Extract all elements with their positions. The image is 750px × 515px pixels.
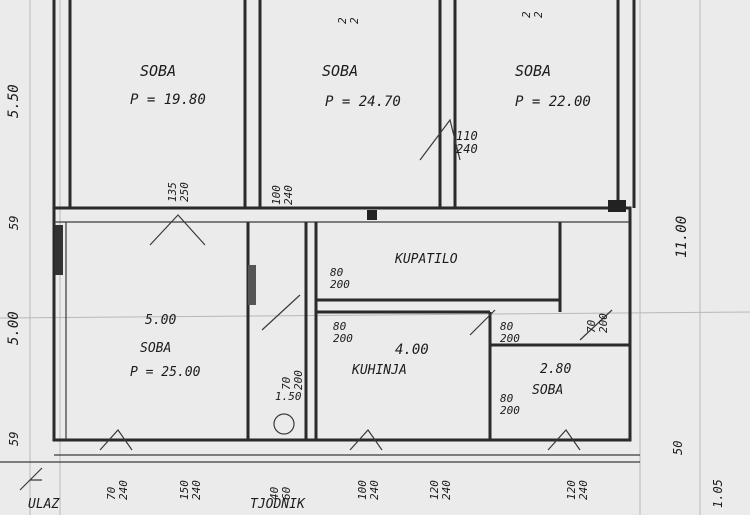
room-name: SOBA — [140, 341, 171, 356]
opening-dim: 100240 — [356, 480, 381, 500]
room-area: P = 25.00 — [130, 365, 201, 380]
entrance-label: ULAZ — [28, 497, 60, 512]
opening-dim: 70200 — [585, 313, 610, 333]
door-swing — [579, 309, 613, 341]
opening-dim: 135250 — [166, 182, 191, 202]
room-area: P = 19.80 — [130, 92, 206, 108]
opening-size: 70200 — [280, 370, 305, 390]
chimney — [608, 200, 626, 212]
wall-fill — [55, 225, 63, 275]
porch-label: TJODNIK — [250, 497, 306, 512]
window-mark — [547, 429, 581, 451]
chimney — [367, 210, 377, 220]
dimension: 4.00 — [395, 342, 429, 358]
opening-dim: 120240 — [428, 480, 453, 500]
window-mark — [99, 429, 133, 451]
opening-size: 120240 — [428, 480, 453, 500]
stair-marker — [273, 413, 295, 435]
room-name: SOBA — [322, 62, 358, 80]
opening-dim: 4060 — [268, 486, 293, 500]
door-swing — [469, 309, 496, 336]
room-name: KUPATILO — [394, 252, 458, 267]
room-name: SOBA — [532, 383, 563, 398]
opening-size: 100240 — [356, 480, 381, 500]
room-area: P = 24.70 — [325, 94, 401, 110]
opening-dim: 70240 — [105, 480, 130, 500]
opening-size: 4060 — [268, 486, 293, 500]
opening-size: 120240 — [565, 480, 590, 500]
dimension: 5.00 — [6, 311, 22, 345]
opening-size: 22 — [520, 11, 545, 18]
dimension: 50 — [671, 441, 685, 455]
dimension: 5.00 — [145, 313, 176, 328]
opening-dim: 120240 — [565, 480, 590, 500]
room-name: SOBA — [515, 62, 551, 80]
dimension: 59 — [7, 216, 21, 230]
opening-size: 70240 — [105, 480, 130, 500]
dimension: 2.80 — [540, 362, 571, 377]
dimension: 1.50 — [275, 390, 302, 403]
dimension: 5.50 — [6, 84, 22, 118]
door-swing — [419, 118, 461, 161]
wall-fill — [248, 265, 256, 305]
outer-wall — [52, 206, 632, 442]
door-swing — [149, 214, 206, 246]
opening-dim: 22 — [520, 11, 545, 18]
room-name: KUHINJA — [351, 363, 407, 378]
opening-dim: 150240 — [178, 480, 203, 500]
window-mark — [349, 429, 383, 451]
door-swing — [261, 294, 301, 331]
dimension: 11.00 — [674, 216, 690, 258]
opening-dim: 22 — [336, 17, 361, 24]
opening-size: 22 — [336, 17, 361, 24]
dimension: 1.05 — [711, 479, 725, 508]
opening-size: 150240 — [178, 480, 203, 500]
room-area: P = 22.00 — [515, 94, 591, 110]
paper-fold — [0, 311, 750, 319]
dimension: 59 — [7, 432, 21, 446]
entrance-arrow — [19, 467, 43, 491]
opening-size: 100240 — [270, 185, 295, 205]
opening-dim: 100240 — [270, 185, 295, 205]
opening-size: 135250 — [166, 182, 191, 202]
opening-dim: 70200 — [280, 370, 305, 390]
opening-size: 70200 — [585, 313, 610, 333]
room-name: SOBA — [140, 62, 176, 80]
